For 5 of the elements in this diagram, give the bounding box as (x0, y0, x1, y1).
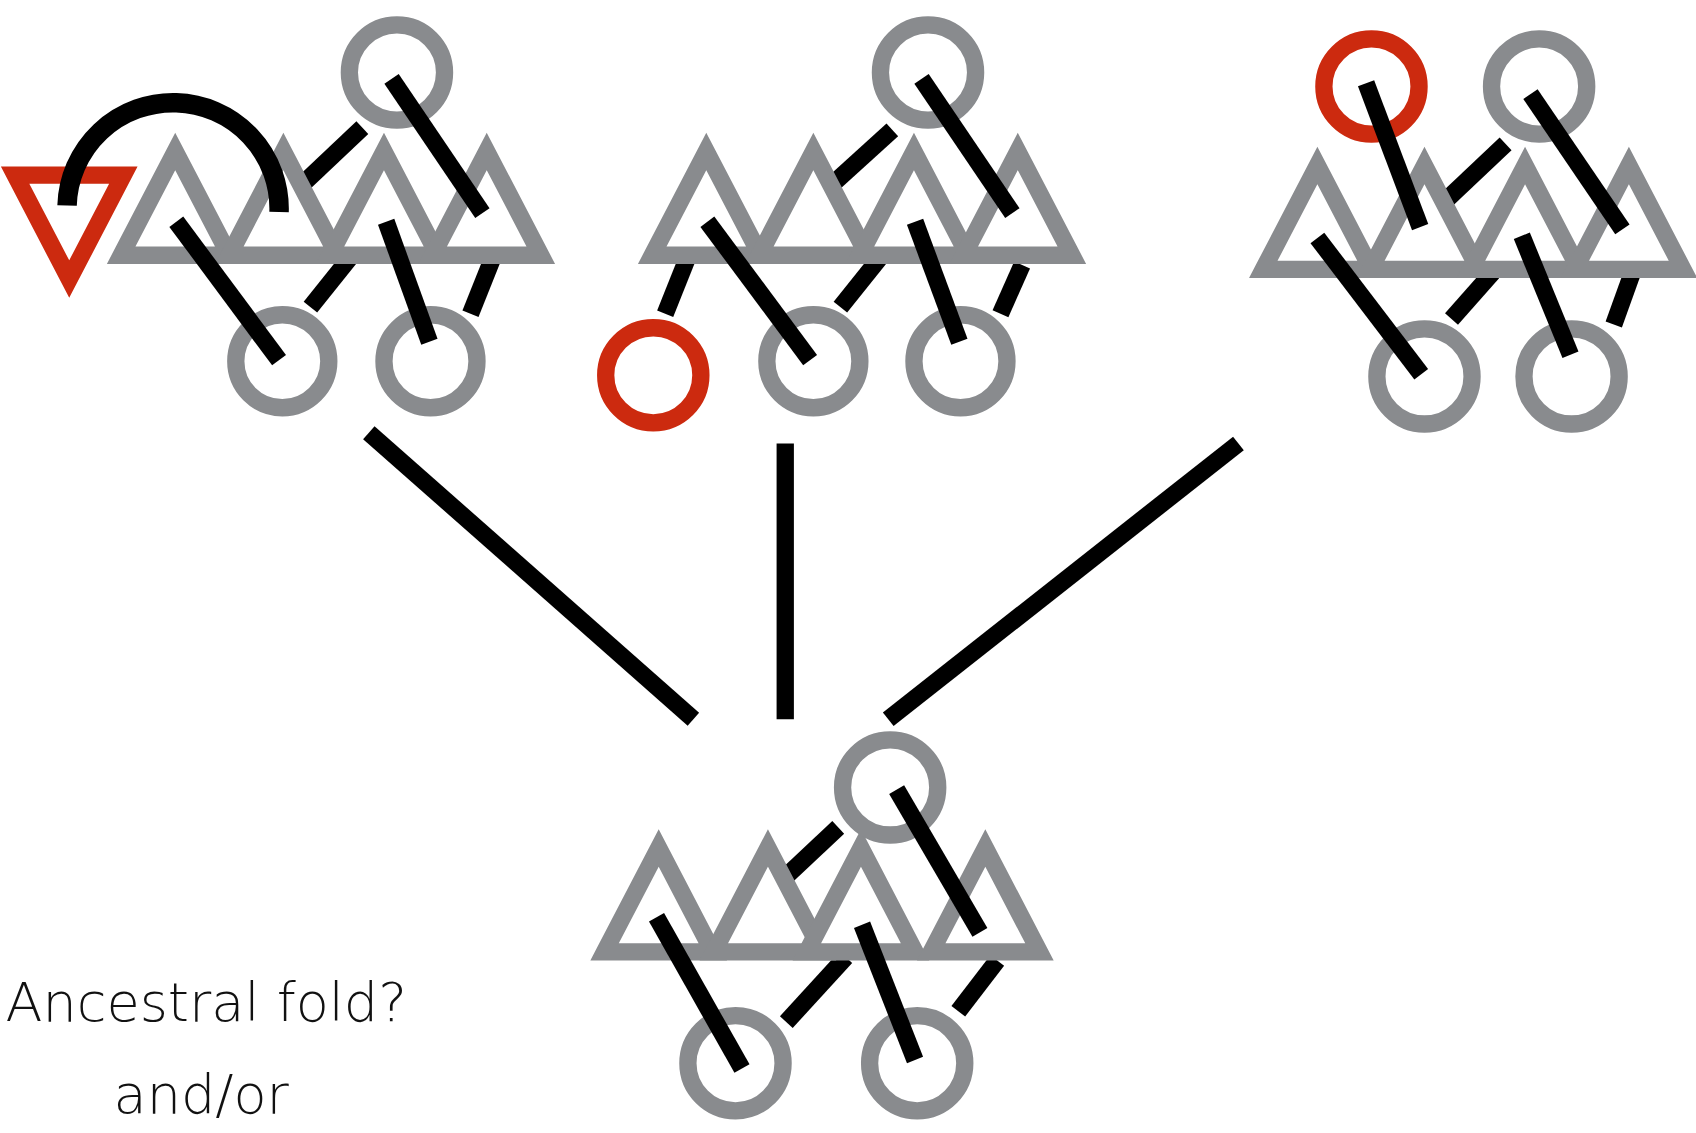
connector-line (776, 443, 794, 720)
connector-line (882, 436, 1244, 727)
annotation-text: Ancestral fold? (5, 973, 407, 1033)
annotation-text: and/or (113, 1065, 289, 1125)
connector-line (363, 426, 700, 726)
